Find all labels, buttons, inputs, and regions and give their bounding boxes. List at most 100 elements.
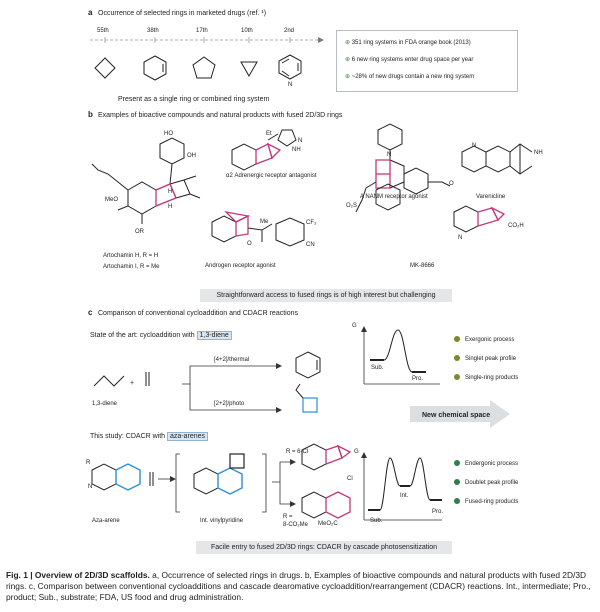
androgen-fused-ring xyxy=(224,210,251,237)
panel-c-letter: c xyxy=(88,308,93,317)
compound-name: Artochamin H, R = H xyxy=(103,253,159,259)
cyclobutane-icon xyxy=(94,57,116,79)
product-1-icon xyxy=(301,443,352,471)
sub-label: Sub. xyxy=(371,365,384,371)
panel-a-title: Occurrence of selected rings in marketed… xyxy=(98,10,267,17)
pyridine-icon xyxy=(278,54,302,80)
atom-label: O xyxy=(449,181,454,187)
atom-label: N xyxy=(458,235,463,241)
panel-b-structures xyxy=(91,123,533,247)
aza-arene-label: Aza-arene xyxy=(92,518,120,524)
atom-label: OH xyxy=(187,153,196,159)
atom-label: N xyxy=(298,138,303,144)
panel-b-title: Examples of bioactive compounds and natu… xyxy=(98,112,343,119)
atom-label: Et xyxy=(266,131,272,137)
rank-4: 2nd xyxy=(284,28,295,34)
artochamin-fused-ring xyxy=(155,183,177,207)
r6cl-label: R = 6-Cl xyxy=(286,449,309,455)
r8b-label: 8-CO₂Me xyxy=(283,522,308,528)
int-label: Int. xyxy=(400,493,409,499)
panel-b-banner: Straightforward access to fused rings is… xyxy=(200,289,452,302)
this-study-text: This study: CDACR with aza-arenes xyxy=(90,432,209,441)
fact-item: ⊕ 351 ring systems in FDA orange book (2… xyxy=(345,40,471,46)
conv-point: Single-ring products xyxy=(454,374,518,382)
nanm-fused-ring xyxy=(375,159,391,189)
atom-label: OR xyxy=(135,229,144,235)
aza-arene-icon xyxy=(91,463,141,491)
caption-body: a, Occurrence of selected rings in drugs… xyxy=(6,570,591,602)
panel-c-title: Comparison of conventional cycloaddition… xyxy=(98,310,298,317)
atom-label: HO xyxy=(164,131,173,137)
atom-label: CO₂H xyxy=(508,223,524,229)
sub-label-2: Sub. xyxy=(370,518,383,524)
cyclohexene-icon xyxy=(143,55,167,81)
study-point: Endergonic process xyxy=(454,460,518,468)
caption-title: Fig. 1 | Overview of 2D/3D scaffolds. xyxy=(6,570,150,580)
atom-label: CF₃ xyxy=(306,220,317,226)
r8-label: R = xyxy=(283,514,293,520)
atom-label: CN xyxy=(306,242,315,248)
pro-label-2: Pro. xyxy=(432,509,444,515)
panel-c-banner: Facile entry to fused 2D/3D rings: CDACR… xyxy=(196,541,452,554)
cyclopropane-icon xyxy=(240,61,258,78)
conv-point: Exergonic process xyxy=(454,336,514,344)
panel-a-subtitle: Present as a single ring or combined rin… xyxy=(118,96,270,103)
atom-label: H xyxy=(168,189,173,195)
thermal-label: [4+2]/thermal xyxy=(214,357,250,363)
pyridine-n-atom: N xyxy=(288,82,293,88)
pro-label: Pro. xyxy=(412,376,424,382)
atom-label: O xyxy=(247,241,252,247)
study-point: Fused-ring products xyxy=(454,498,518,506)
energy-diagram-conventional xyxy=(361,326,440,385)
aza-arene-highlight: aza-arenes xyxy=(167,432,209,441)
diene-label: 1,3-diene xyxy=(92,401,118,407)
artochamin-structure xyxy=(91,137,201,224)
atom-label: O₂S xyxy=(346,203,357,209)
androgen-structure xyxy=(211,215,305,247)
rank-2: 17th xyxy=(196,28,208,34)
cyclohexene-product-icon xyxy=(295,351,321,379)
atom-label: NH xyxy=(292,147,301,153)
meo2c-label: MeO₂C xyxy=(318,521,338,527)
product-2-icon xyxy=(301,491,351,519)
conventional-reaction-scheme xyxy=(93,351,321,413)
alpha2-structure xyxy=(231,129,297,171)
figure-caption: Fig. 1 | Overview of 2D/3D scaffolds. a,… xyxy=(6,570,594,603)
panel-a-facts-box: ⊕ 351 ring systems in FDA orange book (2… xyxy=(336,30,518,92)
state-of-art-text: State of the art: cycloaddition with 1,3… xyxy=(90,331,232,340)
rank-3: 10th xyxy=(241,28,253,34)
diene-highlight: 1,3-diene xyxy=(196,331,232,340)
cyclopentane-icon xyxy=(192,56,216,79)
compound-name: Androgen receptor agonist xyxy=(205,263,276,269)
g-axis-label-2: G xyxy=(354,449,359,455)
n-label: N xyxy=(88,484,93,490)
atom-label: Me xyxy=(260,219,269,225)
atom-label: MeO xyxy=(105,197,119,203)
rank-0: 55th xyxy=(97,28,109,34)
panel-b-letter: b xyxy=(88,110,93,119)
compound-name: Artochamin I, R = Me xyxy=(103,264,160,270)
plus-sign: + xyxy=(130,380,135,387)
mk8666-fused-ring xyxy=(477,206,506,227)
fact-item: ⊕ 6 new ring systems enter drug space pe… xyxy=(345,57,474,63)
g-axis-label: G xyxy=(352,323,357,329)
photo-label: [2+2]/photo xyxy=(214,401,245,407)
panel-a-letter: a xyxy=(88,8,93,17)
r-label: R xyxy=(86,460,91,466)
rank-1: 38th xyxy=(147,28,159,34)
cl-label: Cl xyxy=(347,476,353,482)
cdacr-reaction-scheme xyxy=(91,443,352,519)
atom-label: N xyxy=(472,143,477,149)
alkene-icon xyxy=(145,372,150,386)
atom-label: NH xyxy=(534,150,543,156)
energy-diagram-cdacr xyxy=(361,452,442,521)
diene-icon xyxy=(93,375,125,387)
compound-name: Varenicline xyxy=(476,194,506,200)
compound-name: α2 Adrenergic receptor antagonist xyxy=(226,173,317,179)
compound-name: A NANM receptor agonist xyxy=(360,194,428,200)
fact-item: ⊕ ~28% of new drugs contain a new ring s… xyxy=(345,74,475,80)
alpha2-fused-ring xyxy=(255,142,282,165)
conv-point: Singlet peak profile xyxy=(454,355,516,363)
atom-label: H xyxy=(168,204,173,210)
compound-name: MK-8666 xyxy=(410,263,435,269)
